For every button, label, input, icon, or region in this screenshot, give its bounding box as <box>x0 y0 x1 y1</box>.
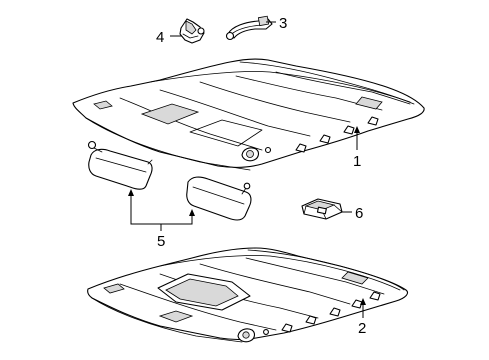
visor-clip-part-4 <box>179 18 205 44</box>
sun-visor-left-part-5 <box>87 140 153 190</box>
callout-3: 3 <box>279 15 287 32</box>
headliner-lower-part-2 <box>87 247 409 343</box>
callout-6: 6 <box>355 205 363 222</box>
dome-lamp-part-6 <box>301 198 343 220</box>
grab-handle-part-3 <box>225 15 273 41</box>
callout-4: 4 <box>156 29 164 46</box>
callout-5: 5 <box>157 233 165 250</box>
callout-2: 2 <box>358 320 366 337</box>
callout-1: 1 <box>353 153 361 170</box>
leader-lines <box>128 21 366 318</box>
sun-visor-right-part-5 <box>186 176 252 221</box>
headliner-upper-part-1 <box>72 58 425 171</box>
